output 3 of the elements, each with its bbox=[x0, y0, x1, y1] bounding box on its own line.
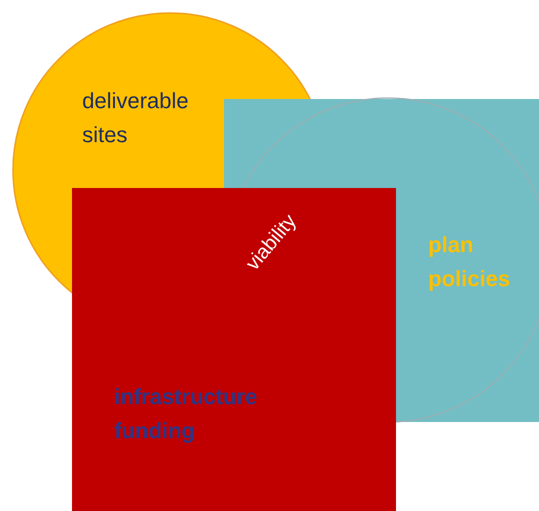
node-label: deliverable sites bbox=[82, 92, 188, 142]
node-label: infrastructure funding bbox=[114, 388, 256, 443]
node-label: plan policies bbox=[430, 236, 510, 291]
